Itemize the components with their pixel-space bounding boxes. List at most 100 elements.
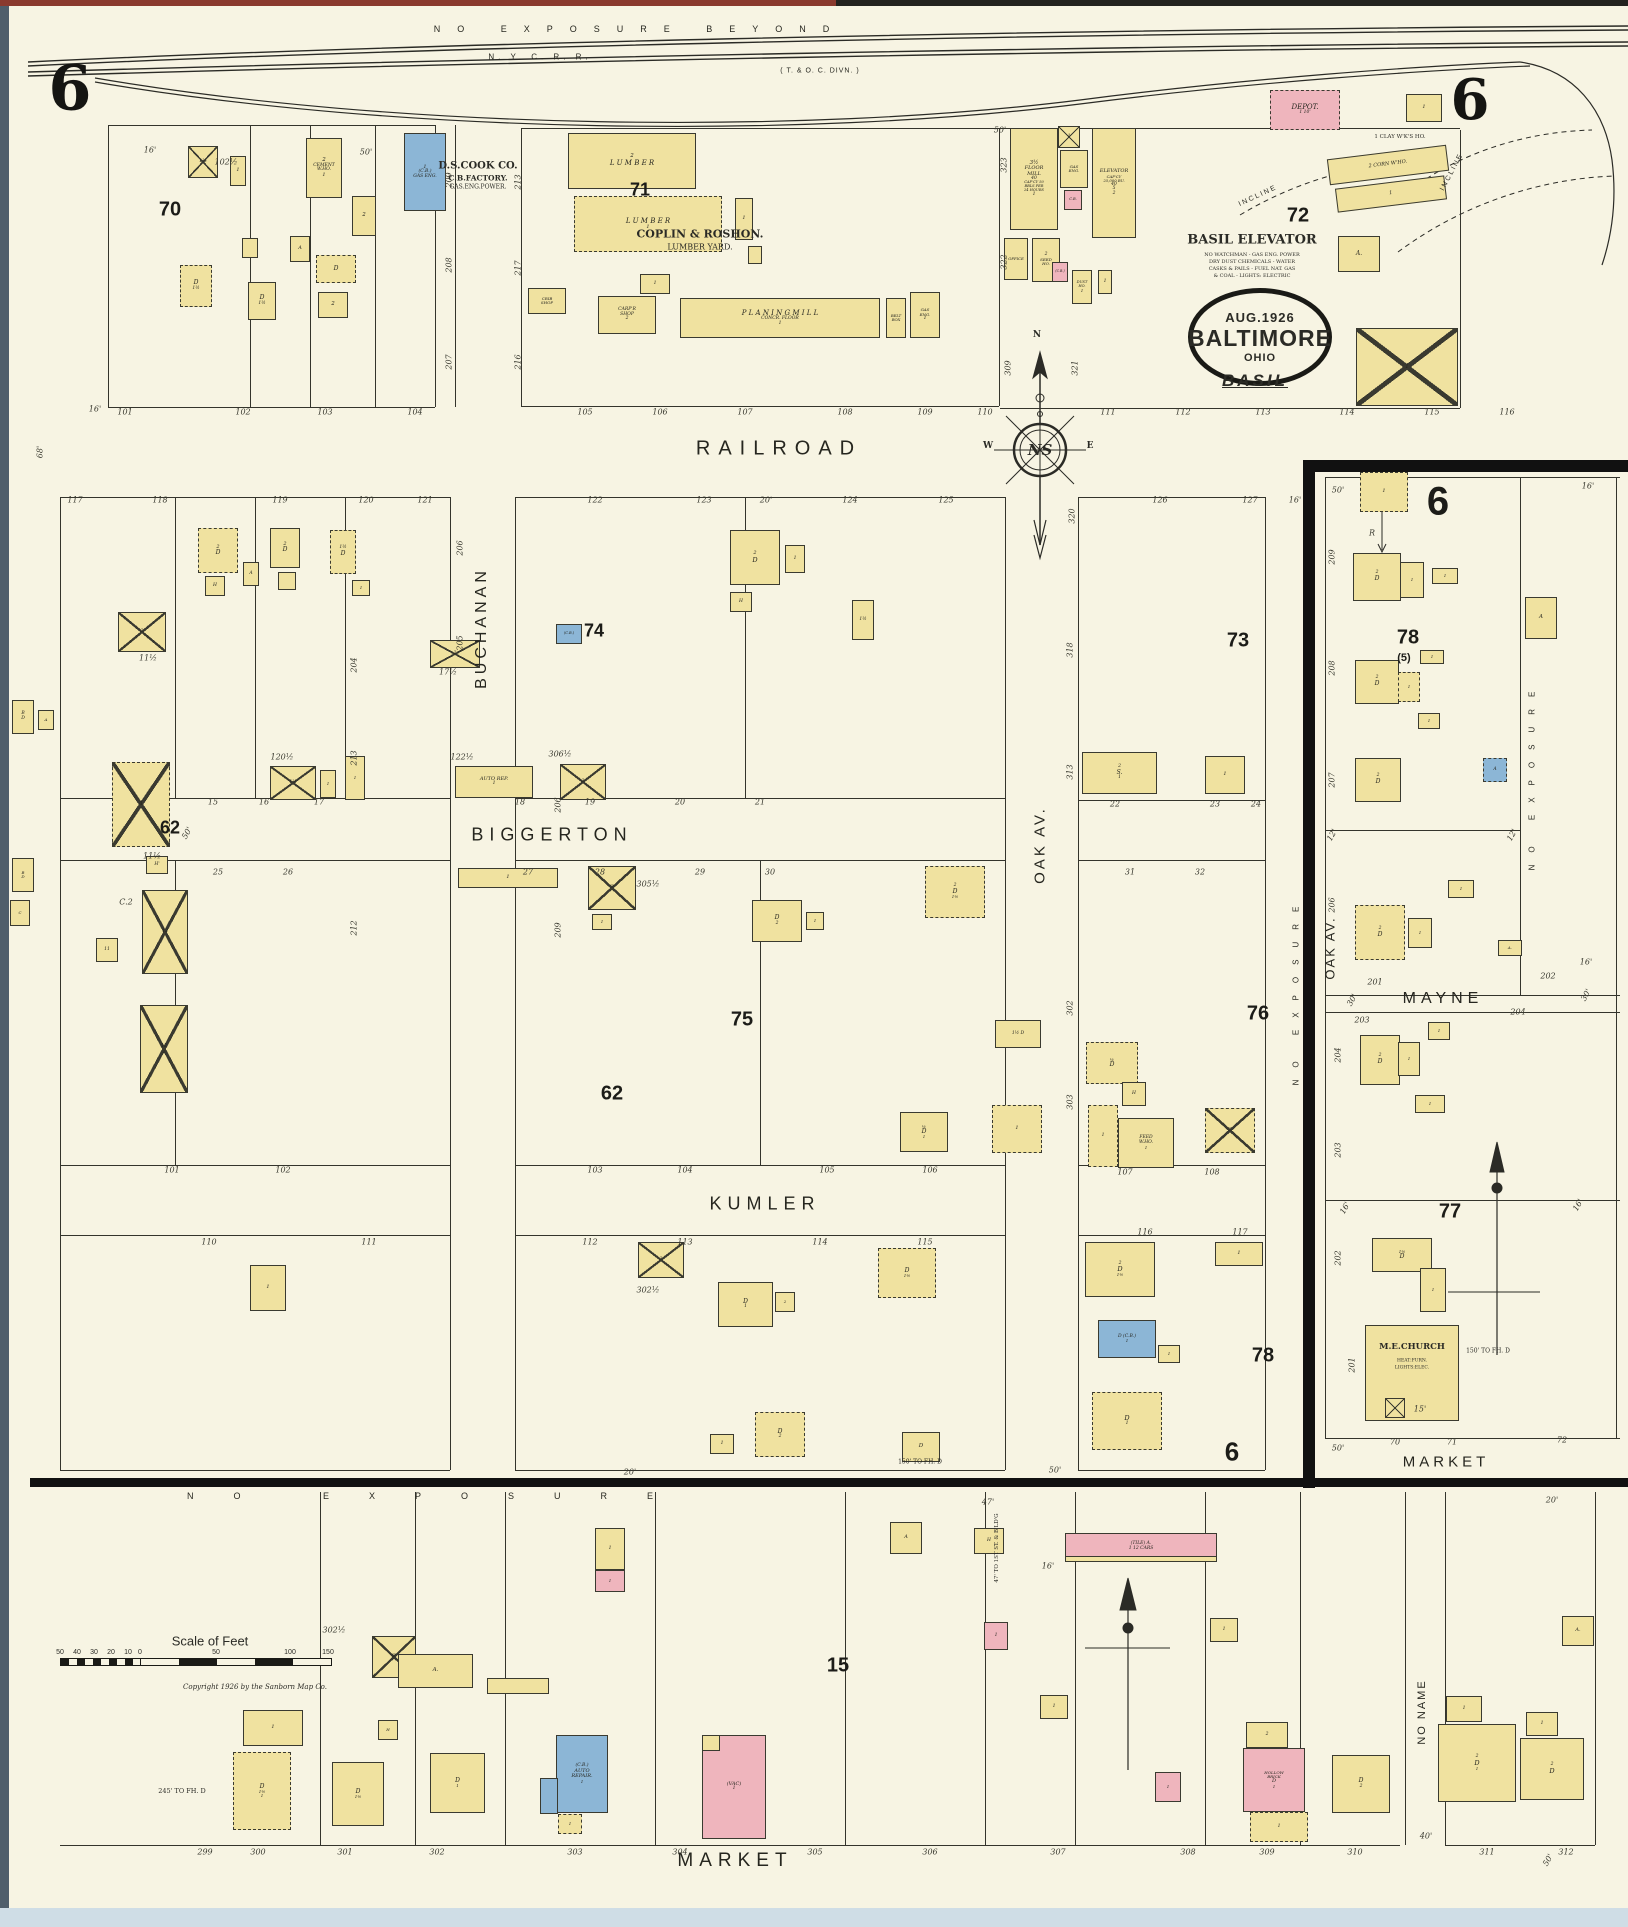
building: 2 — [318, 292, 348, 318]
lot-line — [1325, 830, 1520, 831]
street-label: N. Y. C. R. R. — [488, 52, 592, 62]
title-town: BASIL — [1222, 371, 1288, 390]
lot-number: 103 — [587, 1165, 603, 1175]
building-label: 1 — [1032, 191, 1036, 197]
lot-line — [1325, 995, 1620, 996]
lot-number: 108 — [1204, 1167, 1220, 1177]
building-label: 2 — [322, 156, 326, 163]
lot-number: 114 — [1339, 407, 1355, 417]
lot-line — [1520, 477, 1521, 995]
building: OFFICE — [1004, 238, 1028, 280]
block-number: 71 — [629, 179, 651, 200]
building: 1 — [1250, 1812, 1308, 1842]
lot-number: 107 — [1117, 1167, 1133, 1177]
building: 1 — [1398, 672, 1420, 702]
building: 1 — [735, 198, 753, 240]
building-label: D — [259, 294, 265, 302]
building-label: D — [921, 1127, 927, 1135]
lot-line — [1205, 1492, 1206, 1845]
section-border — [30, 1478, 1628, 1487]
building-label: 1 — [744, 1304, 747, 1310]
lot-number: 302 — [1065, 1000, 1075, 1016]
lot-number: 206 — [455, 540, 465, 556]
building: A — [1483, 758, 1507, 782]
building-label: 1 — [1277, 1823, 1281, 1829]
building-label: FEED — [1139, 1135, 1153, 1141]
lot-number: 22 — [1109, 799, 1121, 809]
lot-number: 112 — [582, 1237, 598, 1247]
lot-number: 121 — [417, 495, 433, 505]
building: 1 — [1215, 1242, 1263, 1266]
building-label: 1 — [353, 774, 357, 780]
lot-number: 16' — [1041, 1561, 1055, 1571]
building-label: 1 — [1015, 1125, 1019, 1132]
building-label: 2 CORN W'HO. — [1368, 159, 1408, 170]
building-label: AUTO REP. — [479, 776, 509, 783]
building-label: 1 — [326, 780, 330, 786]
scale-tick: 50 — [56, 1649, 64, 1656]
building-label: CRIB — [541, 295, 553, 301]
lot-number: 321 — [1070, 360, 1080, 376]
lot-number: 111 — [1100, 407, 1116, 417]
lot-number: 111 — [361, 1237, 377, 1247]
scale-tick: 30 — [90, 1649, 98, 1656]
building: A. — [1498, 940, 1522, 956]
building: 4 — [112, 762, 170, 847]
lot-number: 16' — [1581, 481, 1595, 491]
lot-number: 68' — [35, 445, 45, 459]
top-scan-edge-black — [836, 0, 1628, 6]
building: D (C.B.)1 — [1098, 1320, 1156, 1358]
building: 1 — [710, 1434, 734, 1454]
building-label: 1 — [1459, 885, 1463, 891]
lot-number: 206 — [553, 797, 563, 813]
lot-number: 299 — [197, 1847, 213, 1857]
building: 1 — [595, 1528, 625, 1570]
building-label: D — [752, 555, 758, 564]
building-label: ½ — [1110, 1056, 1114, 1062]
lot-line — [375, 125, 376, 407]
lot-number: 26 — [282, 867, 294, 877]
building-label: 1 — [742, 215, 746, 222]
lot-number: 307 — [1050, 1847, 1066, 1857]
building-label: 2 — [581, 778, 585, 785]
lot-number: 11½ — [139, 653, 157, 663]
building: 2 — [1205, 1108, 1255, 1153]
building: 1 — [785, 545, 805, 573]
scale-title: Scale of Feet — [171, 1633, 249, 1649]
building-label: SEED — [1040, 257, 1052, 263]
street-label: RAILROAD — [695, 437, 863, 460]
lot-line — [60, 798, 450, 799]
building-label: (C.B.) — [1055, 269, 1065, 274]
building: 1 — [640, 274, 670, 294]
building-label: 1 — [600, 918, 604, 924]
lot-line — [1078, 860, 1265, 861]
building-label: 1 — [1431, 1286, 1435, 1292]
bottom-scan-edge — [0, 1908, 1628, 1927]
lot-number: 16' — [1288, 495, 1302, 505]
building — [540, 1778, 558, 1814]
lot-number: 123 — [696, 495, 712, 505]
lot-line — [1460, 130, 1461, 408]
building: 1 — [592, 914, 612, 930]
lot-line — [1075, 1492, 1076, 1845]
building: (C.B.) — [556, 624, 582, 644]
lot-line — [1325, 1012, 1620, 1013]
building: 2 — [352, 196, 376, 236]
building: 1 — [1098, 270, 1112, 294]
building-label: 40 — [1031, 175, 1037, 181]
building-label: D — [777, 1427, 783, 1435]
building: H — [1122, 1082, 1146, 1106]
lot-line — [175, 497, 176, 798]
building-label: 1½ — [859, 616, 867, 622]
building-label: CONCR. FLOOR — [761, 315, 799, 321]
building-label: 2 — [630, 153, 634, 160]
